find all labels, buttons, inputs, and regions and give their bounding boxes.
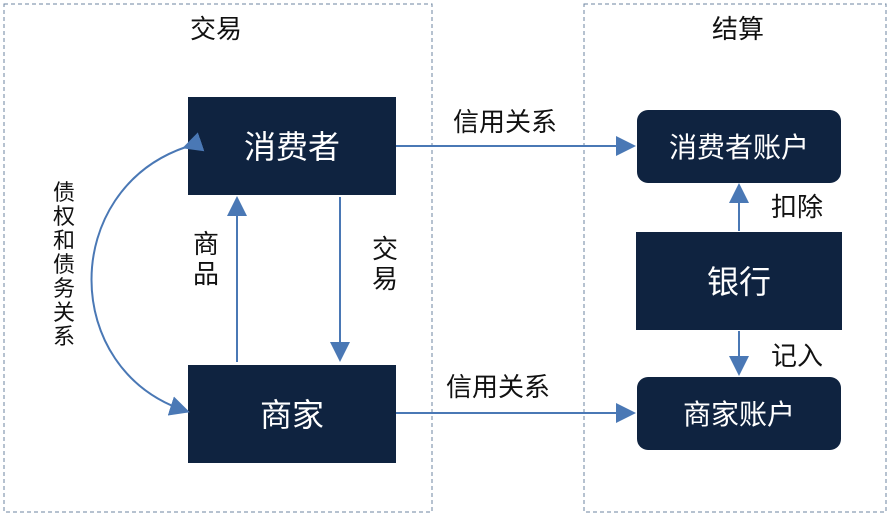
- debt-relation-arrow: [90, 132, 205, 416]
- record-label: 记入: [771, 342, 823, 372]
- bank-node-label: 银行: [707, 263, 771, 301]
- consumer-node: 消费者: [188, 97, 396, 195]
- credit-top-label: 信用关系: [453, 108, 557, 138]
- settlement-section-title: 结算: [712, 15, 764, 45]
- deduct-label: 扣除: [771, 193, 823, 223]
- trade-section-title: 交易: [190, 15, 242, 45]
- consumer-account-node: 消费者账户: [637, 110, 841, 183]
- bank-node: 银行: [636, 232, 842, 330]
- merchant-account-label: 商家账户: [683, 398, 795, 431]
- merchant-node-label: 商家: [260, 396, 324, 434]
- credit-bottom-label: 信用关系: [446, 373, 550, 403]
- trade-section-frame: [3, 3, 433, 513]
- consumer-node-label: 消费者: [244, 128, 340, 166]
- goods-label: 商品: [193, 230, 219, 290]
- settlement-section-frame: [583, 3, 887, 513]
- debt-relation-label: 债权和债务关系: [53, 181, 75, 350]
- consumer-account-label: 消费者账户: [669, 131, 809, 164]
- merchant-account-node: 商家账户: [637, 377, 841, 450]
- trade-label: 交易: [372, 235, 398, 295]
- merchant-node: 商家: [188, 365, 396, 463]
